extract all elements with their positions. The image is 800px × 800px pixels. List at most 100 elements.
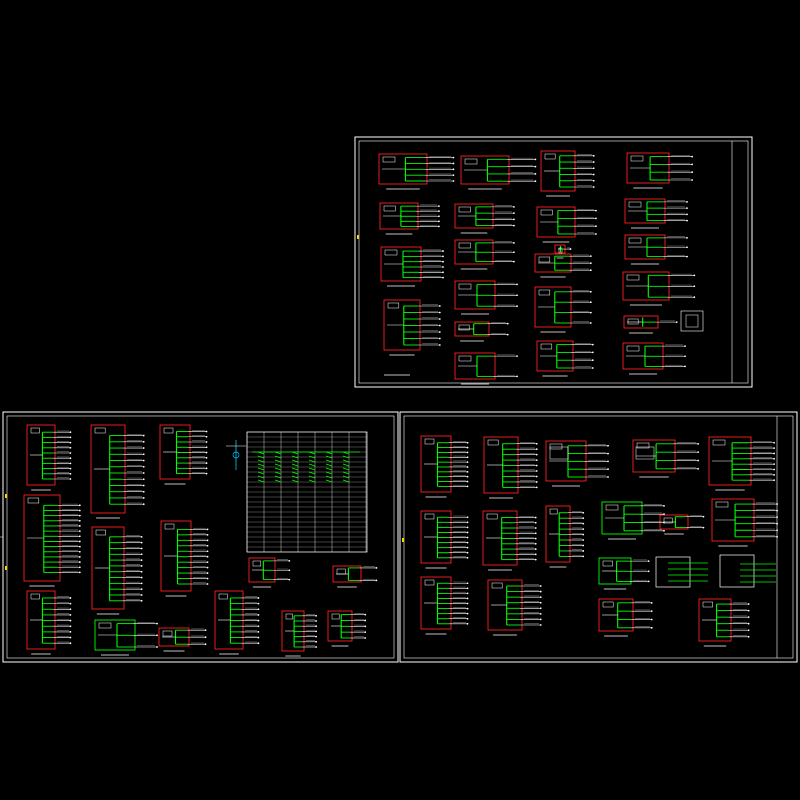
- distribution-panel[interactable]: [281, 610, 317, 657]
- terminal-dot: [466, 587, 469, 590]
- distribution-panel[interactable]: [90, 424, 145, 519]
- distribution-panel[interactable]: [380, 246, 444, 287]
- distribution-panel[interactable]: [698, 598, 750, 647]
- sheet-bottom-right[interactable]: [399, 411, 798, 663]
- terminal-dot: [257, 608, 260, 611]
- distribution-panel[interactable]: [482, 510, 537, 571]
- terminal-dot: [684, 365, 686, 368]
- distribution-panel[interactable]: [454, 203, 515, 234]
- distribution-panel[interactable]: [708, 436, 775, 491]
- terminal-dot: [206, 572, 209, 574]
- distribution-panel[interactable]: [454, 239, 515, 270]
- panel-label-block: [702, 601, 713, 608]
- distribution-panel[interactable]: [545, 505, 585, 568]
- terminal-dot: [591, 367, 594, 369]
- distribution-panel[interactable]: [26, 590, 72, 655]
- terminal-dot: [747, 603, 750, 605]
- terminal-dot: [607, 444, 609, 447]
- panel-label-block: [331, 613, 340, 620]
- terminal-dot: [69, 436, 72, 439]
- terminal-dot: [438, 311, 441, 314]
- distribution-panel[interactable]: [378, 153, 455, 190]
- terminal-dot: [315, 620, 317, 622]
- distribution-panel[interactable]: [536, 340, 594, 377]
- distribution-panel[interactable]: [23, 494, 81, 587]
- panel-frame: [454, 203, 494, 229]
- distribution-panel[interactable]: [624, 234, 688, 265]
- distribution-panel[interactable]: [159, 424, 208, 485]
- distribution-panel[interactable]: [248, 557, 291, 588]
- distribution-panel[interactable]: [420, 576, 469, 635]
- distribution-panel[interactable]: [332, 565, 378, 588]
- load-schedule-table[interactable]: [246, 431, 368, 553]
- switchboard-frame[interactable]: [719, 554, 755, 588]
- distribution-panel[interactable]: [622, 342, 686, 375]
- terminal-dot: [364, 613, 367, 616]
- panel-frame: [281, 610, 305, 652]
- detail-box[interactable]: [680, 310, 704, 332]
- terminal-dot: [697, 467, 699, 470]
- distribution-panel[interactable]: [554, 244, 572, 259]
- distribution-panel[interactable]: [626, 152, 693, 189]
- distribution-panel[interactable]: [454, 321, 509, 342]
- terminal-dot: [691, 163, 693, 166]
- distribution-panel[interactable]: [536, 206, 597, 243]
- distribution-panel[interactable]: [598, 598, 653, 637]
- panel-label-block: [628, 237, 642, 244]
- terminal-dot: [206, 544, 209, 547]
- distribution-panel[interactable]: [420, 510, 469, 569]
- distribution-panel[interactable]: [327, 610, 367, 647]
- panel-frame: [454, 321, 490, 337]
- distribution-panel[interactable]: [160, 520, 209, 597]
- distribution-panel[interactable]: [214, 590, 260, 655]
- sheet-top-right[interactable]: [354, 136, 753, 388]
- distribution-panel[interactable]: [158, 627, 207, 652]
- distribution-panel[interactable]: [91, 526, 143, 615]
- terminal-dot: [204, 643, 207, 646]
- distribution-panel[interactable]: [26, 424, 72, 491]
- terminal-dot: [315, 646, 317, 648]
- distribution-panel-green[interactable]: [598, 557, 650, 590]
- distribution-panel[interactable]: [460, 155, 537, 190]
- distribution-panel[interactable]: [622, 271, 696, 306]
- distribution-panel[interactable]: [454, 352, 518, 385]
- terminal-dot: [516, 305, 518, 308]
- distribution-panel[interactable]: [711, 498, 778, 547]
- distribution-panel[interactable]: [483, 436, 538, 499]
- distribution-panel[interactable]: [383, 299, 441, 356]
- terminal-dot: [686, 207, 688, 210]
- terminal-dot: [466, 582, 469, 585]
- terminal-dot: [257, 597, 260, 599]
- distribution-panel[interactable]: [420, 435, 469, 498]
- distribution-panel[interactable]: [534, 286, 592, 333]
- distribution-panel-green[interactable]: [94, 619, 158, 656]
- distribution-panel[interactable]: [624, 198, 688, 229]
- distribution-panel[interactable]: [659, 514, 705, 535]
- distribution-panel[interactable]: [623, 315, 678, 334]
- terminal-dot: [78, 561, 81, 563]
- distribution-panel-green[interactable]: [601, 501, 665, 540]
- terminal-dot: [140, 565, 143, 567]
- distribution-panel[interactable]: [534, 253, 592, 278]
- distribution-panel[interactable]: [540, 150, 595, 197]
- panel-frame: [536, 206, 576, 238]
- distribution-panel[interactable]: [487, 579, 542, 636]
- distribution-panel[interactable]: [379, 202, 440, 235]
- sheet-bottom-left[interactable]: [2, 411, 399, 663]
- terminal-dot: [257, 642, 260, 645]
- distribution-panel[interactable]: [632, 439, 699, 478]
- terminal-dot: [534, 537, 537, 540]
- distribution-panel[interactable]: [454, 280, 518, 315]
- panel-frame: [483, 436, 519, 494]
- terminal-dot: [438, 318, 441, 320]
- distribution-panel[interactable]: [545, 440, 609, 487]
- terminal-dot: [156, 634, 158, 637]
- terminal-dot: [206, 583, 209, 585]
- terminal-dot: [773, 463, 775, 466]
- panel-label-block: [538, 289, 551, 296]
- panel-label-block: [630, 155, 644, 162]
- switchboard-frame[interactable]: [655, 556, 691, 588]
- panel-label-block: [424, 513, 435, 520]
- terminal-dot: [582, 528, 585, 530]
